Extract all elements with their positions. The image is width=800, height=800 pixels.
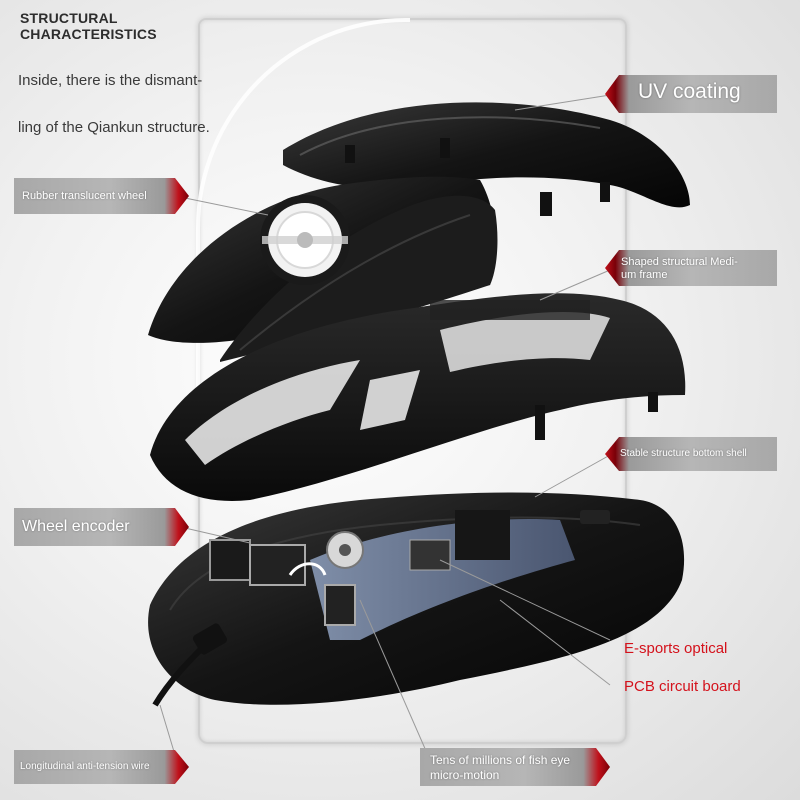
section-title: STRUCTURAL CHARACTERISTICS <box>20 10 157 42</box>
label-esports-optical: E-sports optical <box>624 640 728 657</box>
section-title-line-2: CHARACTERISTICS <box>20 26 157 42</box>
label-medium-frame-line-1: Shaped structural Medi- <box>621 256 738 268</box>
callout-tension-wire <box>14 750 189 784</box>
callout-medium-frame <box>605 250 777 286</box>
callout-bottom-shell <box>605 437 777 471</box>
leader-lines <box>159 94 611 761</box>
label-medium-frame-line-2: um frame <box>621 269 668 281</box>
usb-cable <box>152 623 228 707</box>
callout-wheel-encoder <box>14 508 189 546</box>
label-tension-wire: Longitudinal anti-tension wire <box>20 761 150 772</box>
scroll-wheel <box>260 195 350 285</box>
label-micro-motion: Tens of millions of fish eye micro-motio… <box>430 753 570 783</box>
section-title-line-1: STRUCTURAL <box>20 10 118 26</box>
label-rubber-wheel: Rubber translucent wheel <box>22 190 147 202</box>
label-wheel-encoder: Wheel encoder <box>22 518 130 535</box>
pcb-circuit-board <box>209 510 575 640</box>
label-micro-motion-line-2: micro-motion <box>430 768 500 782</box>
label-pcb: PCB circuit board <box>624 678 741 695</box>
callout-uv-coating <box>605 75 777 113</box>
intro-line-2: ling of the Qiankun structure. <box>18 119 210 136</box>
callout-rubber-wheel <box>14 178 189 214</box>
medium-frame <box>150 293 686 501</box>
callout-micro-motion <box>420 748 610 786</box>
label-micro-motion-line-1: Tens of millions of fish eye <box>430 753 571 767</box>
label-uv-coating: UV coating <box>638 80 741 103</box>
intro-line-1: Inside, there is the dismant- <box>18 72 203 89</box>
label-medium-frame: Shaped structural Medi- um frame <box>621 256 738 282</box>
label-bottom-shell: Stable structure bottom shell <box>620 448 747 459</box>
